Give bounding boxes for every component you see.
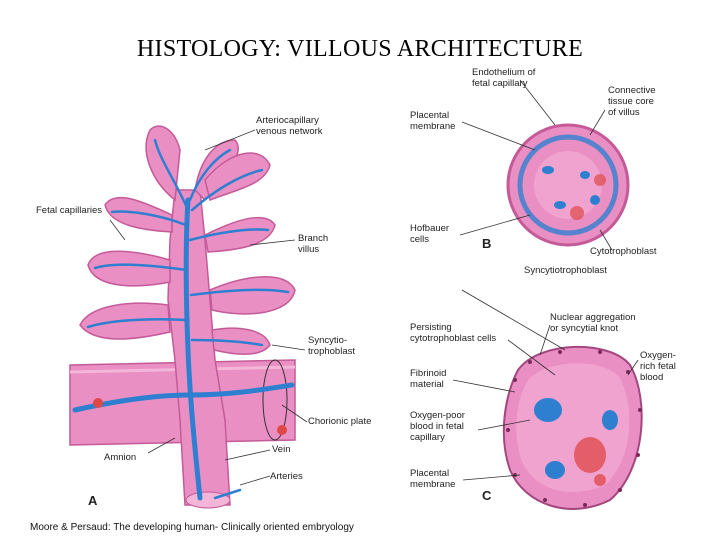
label-oxygen-rich-blood: Oxygen- rich fetal blood <box>640 350 676 383</box>
label-arteriocapillary-network: Arteriocapillary venous network <box>256 115 323 137</box>
label-placental-membrane-b: Placental membrane <box>410 110 456 132</box>
label-fetal-capillaries: Fetal capillaries <box>36 205 102 216</box>
panel-label-c: C <box>482 488 492 503</box>
panel-label-a: A <box>88 493 98 508</box>
villus-cross-section-c <box>502 345 643 510</box>
branch-villus <box>204 216 276 253</box>
label-cytotrophoblast: Cytotrophoblast <box>590 246 657 257</box>
label-oxygen-poor-blood: Oxygen-poor blood in fetal capillary <box>410 410 465 443</box>
label-persisting-cytotrophoblast: Persisting cytotrophoblast cells <box>410 322 497 344</box>
panel-label-b: B <box>482 236 492 251</box>
villous-tree <box>69 125 296 509</box>
label-syncytiotrophoblast-b: Syncytiotrophoblast <box>524 265 607 276</box>
branch-villus <box>104 196 173 233</box>
label-branch-villus: Branch villus <box>298 233 329 255</box>
label-nuclear-aggregation: Nuclear aggregation or syncytial knot <box>550 312 636 334</box>
label-connective-tissue: Connective tissue core of villus <box>608 85 656 118</box>
page-title: HISTOLOGY: VILLOUS ARCHITECTURE <box>136 36 584 62</box>
label-amnion: Amnion <box>104 452 137 463</box>
branch-villus <box>87 250 171 287</box>
label-syncytiotrophoblast-a: Syncytio- trophoblast <box>308 335 356 357</box>
villus-cross-section-b <box>506 123 630 247</box>
vessel <box>72 382 295 413</box>
label-fibrinoid-material: Fibrinoid material <box>410 368 447 390</box>
label-vein: Vein <box>272 444 291 455</box>
credit-caption: Moore & Persaud: The developing human- C… <box>30 522 354 533</box>
label-endothelium: Endothelium of fetal capillary <box>472 67 536 89</box>
branch-villus <box>209 276 296 315</box>
label-arteries: Arteries <box>270 471 303 482</box>
label-placental-membrane-c: Placental membrane <box>410 468 456 490</box>
label-hofbauer-cells: Hofbauer cells <box>410 223 450 245</box>
vessel <box>183 197 203 501</box>
label-chorionic-plate: Chorionic plate <box>308 416 372 427</box>
